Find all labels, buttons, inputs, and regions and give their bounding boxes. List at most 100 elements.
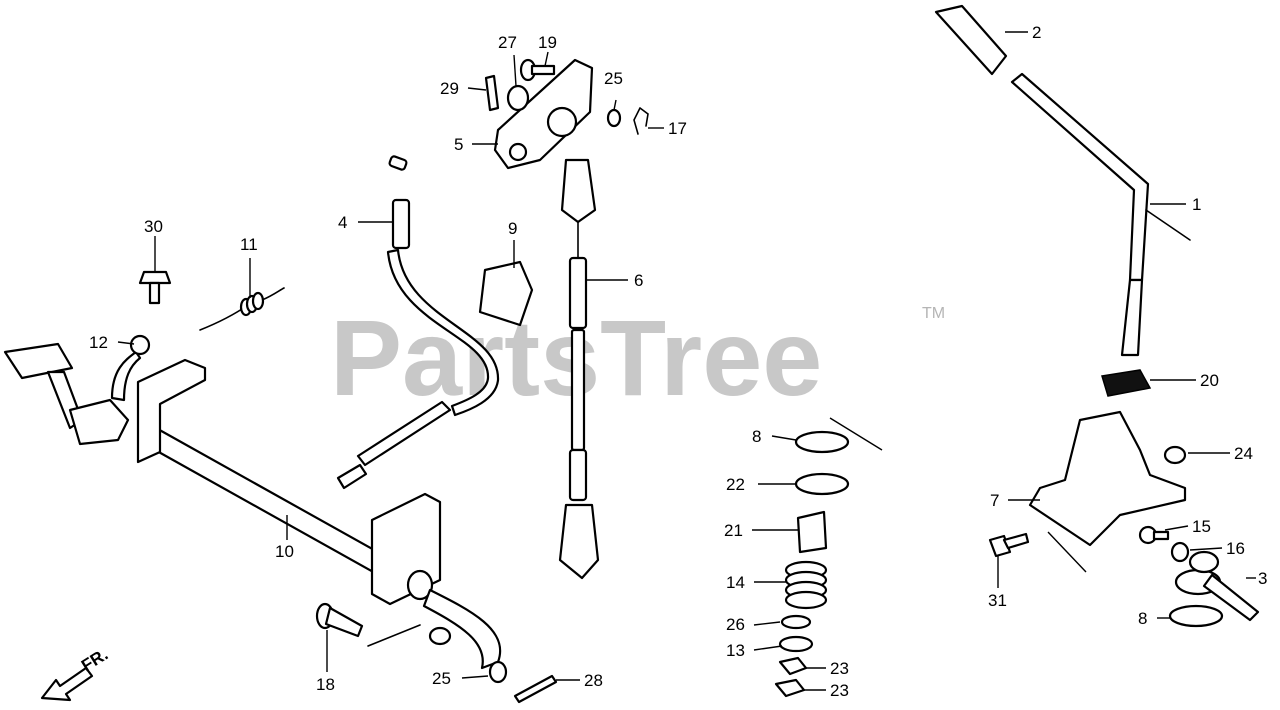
callout-21: 21 (724, 521, 743, 540)
plate-part-20 (1101, 369, 1152, 397)
washer-part-16 (1170, 541, 1190, 563)
cable-sheath (386, 248, 500, 417)
bolt-head (138, 270, 172, 285)
callout-25-lower: 25 (432, 669, 451, 688)
cotter-pin-part-28 (513, 674, 558, 704)
front-arrow-icon (40, 666, 94, 702)
cable-upper-yoke (560, 158, 597, 224)
bolt-15-shank (1152, 530, 1170, 541)
pin-shank (324, 606, 364, 638)
leader-lines (117, 31, 1256, 691)
callout-6: 6 (634, 271, 643, 290)
callout-29: 29 (440, 79, 459, 98)
bolt-part-19 (519, 58, 556, 82)
lever-rod (1010, 72, 1150, 282)
washer-part-22 (794, 472, 850, 496)
pin-part-29 (484, 74, 500, 112)
callout-15: 15 (1192, 517, 1211, 536)
callout-1: 1 (1192, 195, 1201, 214)
cable-upper-ferrule (391, 198, 411, 250)
bracket-boss (546, 106, 578, 138)
clevis-pin-part-18 (315, 602, 364, 638)
callout-8-center: 8 (752, 427, 761, 446)
callout-24: 24 (1234, 444, 1253, 463)
callout-labels: 1 2 3 4 5 6 7 8 8 9 10 11 12 13 14 15 16… (89, 23, 1267, 700)
nut-part-23-lower (774, 678, 806, 698)
bolt-shank (148, 281, 161, 305)
washer-part-27 (506, 84, 530, 112)
grip-body (934, 4, 1008, 76)
washer-part-25-lower (488, 660, 508, 684)
washer-part-8-right (1168, 604, 1224, 628)
pivot-part-3 (1174, 550, 1260, 622)
callout-4: 4 (338, 213, 347, 232)
flange-bolt-part-30 (138, 270, 172, 305)
callout-18: 18 (316, 675, 335, 694)
nut-part-24 (1163, 445, 1187, 465)
callout-23-upper: 23 (830, 659, 849, 678)
cable-guide-part-9 (478, 260, 534, 327)
callout-25-upper: 25 (604, 69, 623, 88)
callout-30: 30 (144, 217, 163, 236)
cable-upper-body (568, 256, 588, 330)
callout-9: 9 (508, 219, 517, 238)
spring-14-coil-4 (784, 590, 828, 610)
shaft-bushing (406, 569, 434, 601)
pedal-shaft-part-10 (136, 358, 502, 670)
nut-part-12 (129, 334, 151, 356)
cable-part-6 (558, 158, 600, 580)
lever-pin (1145, 209, 1191, 241)
lever-shaft-threaded (1120, 278, 1144, 357)
callout-19: 19 (538, 33, 557, 52)
bracket-part-5 (493, 58, 594, 170)
pedal-pad (3, 342, 74, 380)
pivot-shaft (1202, 573, 1260, 622)
callout-13: 13 (726, 641, 745, 660)
nut-part-23-upper (778, 656, 808, 676)
brake-arm (422, 588, 502, 670)
callout-3: 3 (1258, 569, 1267, 588)
callout-28: 28 (584, 671, 603, 690)
callout-31: 31 (988, 591, 1007, 610)
left-shaft-bracket (136, 358, 207, 464)
grip-part-2 (934, 4, 1008, 76)
bracket-axis-line (1047, 531, 1087, 573)
center-stack-axis-line (829, 417, 883, 451)
washer-part-25-upper (606, 108, 622, 128)
bolt-31-shank (1002, 532, 1030, 550)
spring-coil-c (251, 291, 265, 311)
bolt-19-shank (530, 64, 556, 76)
pedal-link (110, 350, 142, 402)
callout-16: 16 (1226, 539, 1245, 558)
bolt-part-15 (1138, 525, 1170, 545)
cable-lower-ferrule (356, 400, 452, 467)
cable-end-eye (336, 463, 368, 490)
cable-lower-body (568, 448, 588, 502)
callout-26: 26 (726, 615, 745, 634)
lever-mount-bracket (1028, 410, 1187, 547)
bracket-hole (508, 142, 528, 162)
washer-part-8-center (794, 430, 850, 454)
callout-17: 17 (668, 119, 687, 138)
brake-pedal-assembly (3, 342, 142, 446)
collar-part-21 (796, 510, 828, 554)
trademark-text: TM (922, 305, 945, 322)
arm-end (428, 626, 452, 646)
spring-part-11 (199, 287, 285, 331)
callout-14: 14 (726, 573, 745, 592)
pin-dash-line (367, 624, 421, 647)
callout-20: 20 (1200, 371, 1219, 390)
cable-mid-body (570, 328, 586, 452)
front-direction-marker: FR. (40, 645, 111, 702)
callout-27: 27 (498, 33, 517, 52)
washer-part-26 (780, 614, 812, 630)
callout-23-lower: 23 (830, 681, 849, 700)
brake-cable-part-4 (336, 155, 500, 490)
pedal-shaft (146, 426, 394, 580)
callout-2: 2 (1032, 23, 1041, 42)
callout-11: 11 (240, 235, 258, 254)
clip-part-17 (633, 107, 649, 135)
lever-bracket-part-7 (1028, 410, 1187, 573)
callout-8-right: 8 (1138, 609, 1147, 628)
